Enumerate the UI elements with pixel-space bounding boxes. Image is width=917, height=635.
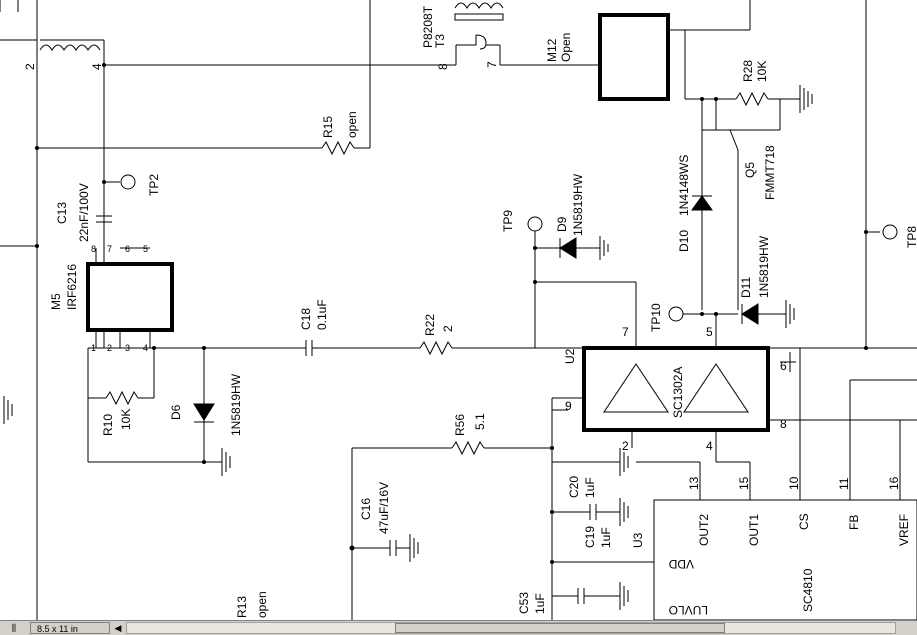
m5-pin-4: 4 (143, 343, 148, 353)
d10-value: 1N4148WS (677, 155, 691, 216)
u2-ref: U2 (563, 348, 577, 364)
r28-value: 10K (755, 61, 769, 82)
u3-pin-10: 10 (787, 476, 801, 490)
t3-ref: T3 (433, 34, 447, 48)
schematic-canvas: 2 4 P8208T T3 8 7 M12 Open R28 10K R15 o… (0, 0, 917, 620)
d6-ref: D6 (169, 404, 183, 420)
r56-value: 5.1 (473, 413, 487, 430)
d9-value: 1N5819HW (571, 173, 585, 236)
scroll-left-button[interactable]: ◀ (114, 623, 122, 633)
m5-pin-2: 2 (107, 343, 112, 353)
r15-ref: R15 (321, 116, 335, 138)
c18-ref: C18 (299, 308, 313, 330)
c53-value: 1uF (533, 593, 547, 614)
q5-value: FMMT718 (763, 145, 777, 200)
u3-pin-13: 13 (687, 476, 701, 490)
u3-ref: U3 (631, 532, 645, 548)
scrollbar-thumb[interactable] (395, 623, 725, 633)
u2-pin-5: 5 (706, 325, 713, 339)
m5-pin-1: 1 (91, 343, 96, 353)
m5-pin-7: 7 (107, 244, 112, 254)
u3-luvlo-label: LUVLO (669, 603, 708, 617)
horizontal-scrollbar[interactable] (126, 622, 896, 634)
u3-fb-label: FB (847, 515, 861, 530)
tp10-label: TP10 (649, 303, 663, 332)
d11-value: 1N5819HW (757, 235, 771, 298)
transformer-pin-4: 4 (90, 63, 104, 70)
t3-pin-7: 7 (485, 61, 499, 68)
c13-ref: C13 (55, 202, 69, 224)
r22-ref: R22 (423, 314, 437, 336)
u2-part: SC1302A (671, 367, 685, 418)
u3-pin-11: 11 (837, 477, 851, 490)
d11-ref: D11 (739, 277, 753, 298)
t3-part: P8208T (421, 5, 435, 48)
r22-value: 2 (441, 325, 455, 332)
d6-value: 1N5819HW (229, 373, 243, 436)
m5-pin-5: 5 (143, 244, 148, 254)
tp9-label: TP9 (501, 210, 515, 232)
c16-ref: C16 (359, 498, 373, 520)
m5-ref: M5 (49, 293, 63, 310)
tp8-label: TP8 (905, 226, 917, 248)
t3-pin-8: 8 (436, 63, 450, 70)
tp2-label: TP2 (147, 174, 161, 196)
c16-value: 47uF/16V (377, 482, 391, 534)
u3-cs-label: CS (797, 513, 811, 530)
c18-value: 0.1uF (315, 299, 329, 330)
u3-out2-label: OUT2 (697, 514, 711, 546)
status-bar: ⫼ 8.5 x 11 in ◀ (0, 620, 917, 635)
u3-out1-label: OUT1 (747, 514, 761, 546)
u2-pin-4: 4 (706, 439, 713, 453)
r10-value: 10K (119, 409, 133, 430)
m12-value: Open (559, 33, 573, 62)
u3-pin-15: 15 (737, 476, 751, 490)
m5-pin-6: 6 (125, 244, 130, 254)
u3-vdd-label: VDD (668, 557, 694, 571)
m5-pin-3: 3 (125, 343, 130, 353)
d9-ref: D9 (555, 216, 569, 232)
u2-pin-7: 7 (622, 325, 629, 339)
c19-ref: C19 (583, 526, 597, 548)
r28-ref: R28 (741, 60, 755, 82)
u3-pin-16: 16 (887, 476, 901, 490)
r13-value: open (255, 591, 269, 618)
page-size-indicator[interactable]: 8.5 x 11 in (30, 622, 110, 634)
m5-pin-8: 8 (91, 244, 96, 254)
d10-ref: D10 (677, 230, 691, 252)
r56-ref: R56 (453, 414, 467, 436)
m5-value: IRF6216 (65, 264, 79, 310)
c53-ref: C53 (517, 592, 531, 614)
u2-pin-2: 2 (622, 439, 629, 453)
u3-part: SC4810 (801, 568, 815, 612)
r15-value: open (345, 111, 359, 138)
u2-pin-9: 9 (565, 399, 572, 413)
m12-ref: M12 (545, 38, 559, 62)
scroll-grip-icon[interactable]: ⫼ (11, 623, 17, 633)
u2-pin-8: 8 (780, 417, 787, 431)
c19-value: 1uF (599, 527, 613, 548)
c13-value: 22nF/100V (77, 183, 91, 242)
u2-pin-6: 6 (780, 359, 787, 373)
u3-vref-label: VREF (897, 514, 911, 546)
r13-ref: R13 (235, 596, 249, 618)
c20-ref: C20 (567, 476, 581, 498)
c20-value: 1uF (583, 477, 597, 498)
r10-ref: R10 (101, 414, 115, 436)
transformer-pin-2: 2 (23, 63, 37, 70)
q5-ref: Q5 (743, 162, 757, 178)
